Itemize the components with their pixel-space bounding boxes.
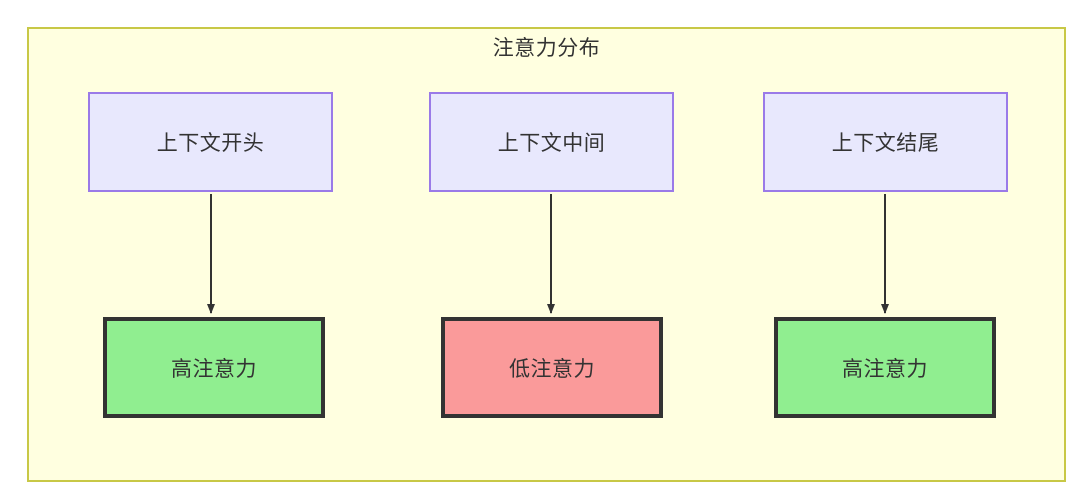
node-ctx-end-label: 上下文结尾 (831, 132, 940, 155)
node-attn-high-1-label: 高注意力 (171, 357, 257, 381)
node-ctx-end[interactable]: 上下文结尾 (763, 92, 1008, 192)
diagram-title: 注意力分布 (492, 37, 601, 60)
node-attn-high-2[interactable]: 高注意力 (774, 317, 996, 418)
node-attn-low[interactable]: 低注意力 (441, 317, 663, 418)
node-attn-high-2-label: 高注意力 (842, 357, 928, 381)
node-ctx-start-label: 上下文开头 (156, 132, 265, 155)
node-attn-low-label: 低注意力 (509, 357, 595, 381)
node-ctx-start[interactable]: 上下文开头 (88, 92, 333, 192)
node-attn-high-1[interactable]: 高注意力 (103, 317, 325, 418)
node-ctx-middle[interactable]: 上下文中间 (429, 92, 674, 192)
node-ctx-middle-label: 上下文中间 (497, 132, 606, 155)
